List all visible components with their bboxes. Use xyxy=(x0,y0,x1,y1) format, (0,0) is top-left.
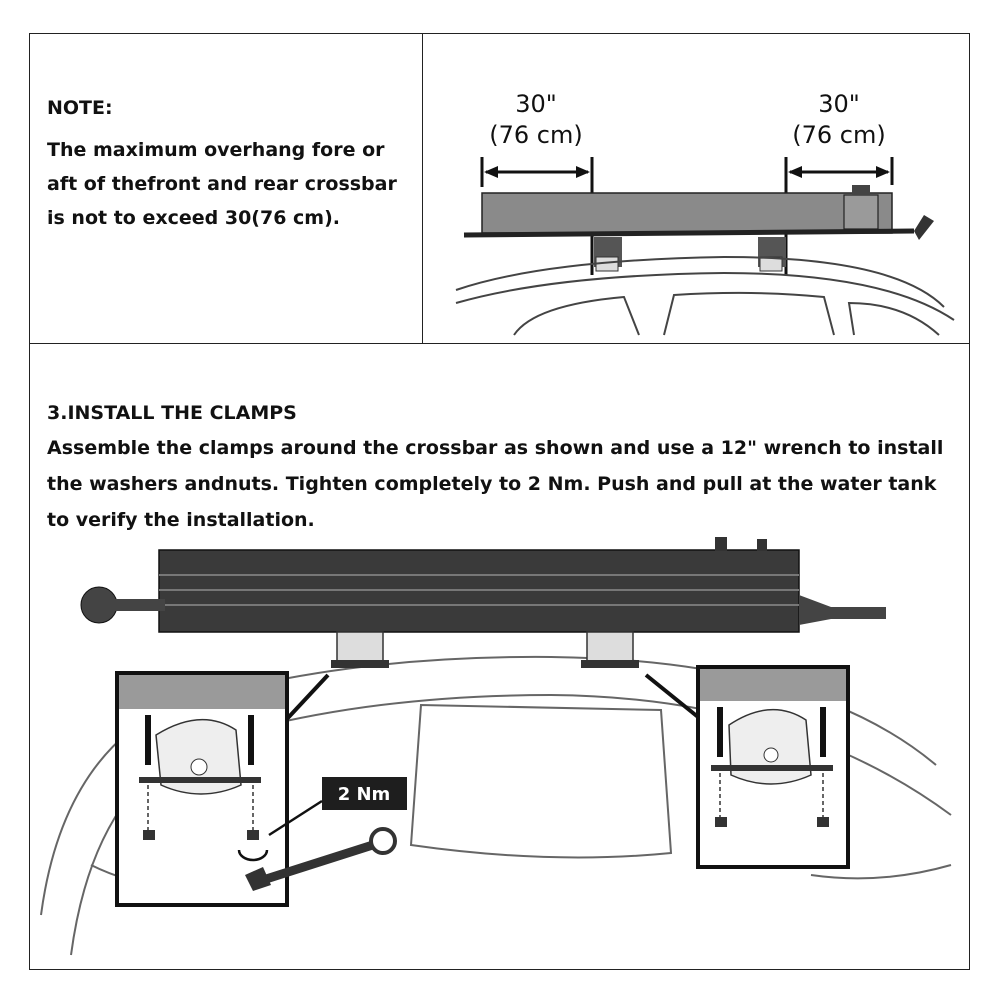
column-divider xyxy=(422,33,423,344)
left-dim-metric: (76 cm) xyxy=(489,121,582,149)
overhang-diagram: 30" (76 cm) 30" (76 cm) xyxy=(455,90,955,336)
torque-badge: 2 Nm xyxy=(268,777,407,837)
note-text: The maximum overhang fore or aft of thef… xyxy=(47,139,397,229)
section-divider xyxy=(29,343,970,344)
note-title: NOTE: xyxy=(47,97,113,119)
step-title: 3.INSTALL THE CLAMPS xyxy=(47,402,297,424)
right-dim-value: 30" xyxy=(818,90,860,118)
step-text: Assemble the clamps around the crossbar … xyxy=(47,437,944,531)
water-tank xyxy=(481,192,893,234)
left-dim-value: 30" xyxy=(515,90,557,118)
right-dim-metric: (76 cm) xyxy=(792,121,885,149)
car-roof-sketch xyxy=(455,255,955,336)
clamp-install-diagram: 2 Nm xyxy=(40,537,952,956)
page-frame xyxy=(29,33,970,970)
wrench-icon xyxy=(245,827,397,891)
torque-label: 2 Nm xyxy=(338,784,391,805)
